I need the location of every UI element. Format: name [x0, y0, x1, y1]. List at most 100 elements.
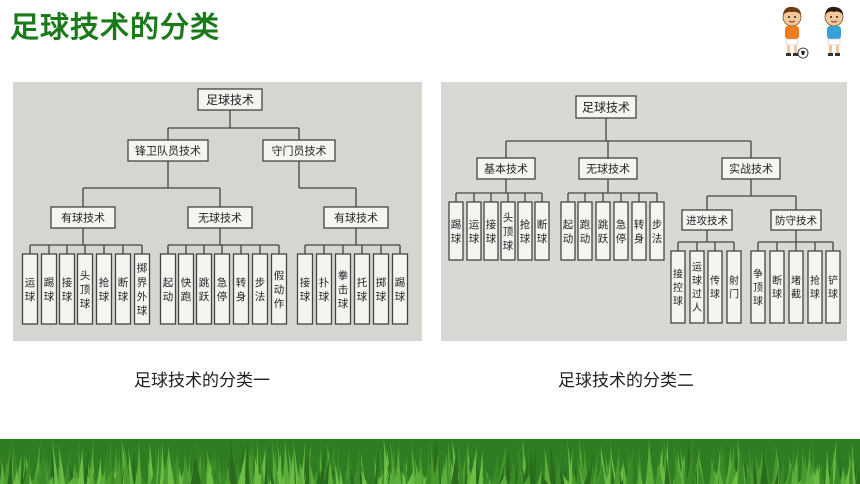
caption-figure-2: 足球技术的分类二 — [558, 371, 694, 391]
fig2-root: 足球技术 — [582, 100, 630, 114]
fig2-leaf-sub-1-0: 争顶球 — [753, 267, 763, 307]
page-title: 足球技术的分类 — [10, 10, 221, 44]
fig2-leaf-sub-1-2-box — [788, 250, 804, 324]
fig1-subgroup-0: 有球技术 — [61, 210, 105, 224]
fig1-group-1: 守门员技术 — [272, 143, 327, 157]
fig2-leaf-0-1: 运球 — [469, 219, 480, 245]
diagram-2-svg: 足球技术基本技术无球技术实战技术踢球运球接球头顶球抢球断球起动跑动跳跃急停转身步… — [441, 82, 847, 341]
fig2-leaf-0-5: 断球 — [537, 218, 548, 245]
fig2-leaf-1-0: 起动 — [563, 219, 574, 245]
fig1-leaf-0-2-box — [58, 253, 76, 325]
fig2-leaf-0-3-box — [500, 201, 516, 261]
fig1-leaf-1-0: 起动 — [163, 277, 174, 303]
fig1-leaf-2-2-box — [334, 253, 352, 325]
fig2-leaf-1-5-box — [649, 201, 665, 261]
fig2-leaf-1-2: 跳跃 — [598, 218, 609, 245]
fig2-leaf-1-1-box — [577, 201, 593, 261]
fig2-leaf-0-1-box — [466, 201, 482, 261]
fig2-group-0: 基本技术 — [484, 161, 528, 175]
fig2-leaf-sub-1-1-box — [769, 250, 785, 324]
fig2-leaf-sub-0-1-box — [689, 250, 705, 324]
fig2-leaf-0-2: 接球 — [486, 218, 497, 245]
fig2-leaf-1-3-box — [613, 201, 629, 261]
fig1-root: 足球技术 — [206, 93, 254, 107]
fig1-leaf-0-2: 接球 — [62, 276, 73, 303]
fig2-group-1: 无球技术 — [586, 161, 630, 175]
fig1-leaf-0-4: 抢球 — [99, 276, 110, 303]
diagram-photo-2: 足球技术基本技术无球技术实战技术踢球运球接球头顶球抢球断球起动跑动跳跃急停转身步… — [441, 82, 847, 341]
fig2-leaf-1-5: 步法 — [652, 219, 663, 245]
fig2-leaf-sub-1-3-box — [807, 250, 823, 324]
fig2-leaf-sub-0-3: 射门 — [729, 275, 739, 301]
fig1-leaf-2-1-box — [315, 253, 333, 325]
mascot-boy-left — [782, 6, 809, 59]
fig2-leaf-sub-0-0: 接控球 — [673, 267, 683, 307]
fig2-leaf-0-3: 头顶球 — [503, 212, 514, 252]
mascot-boy-right — [824, 6, 844, 56]
fig1-leaf-2-5-box — [391, 253, 409, 325]
fig2-leaf-1-2-box — [595, 201, 611, 261]
grass-texture — [0, 439, 860, 484]
fig1-leaf-0-4-box — [95, 253, 113, 325]
fig1-leaf-2-1: 扑球 — [319, 276, 330, 303]
fig1-leaf-0-3: 头顶球 — [80, 270, 91, 310]
fig1-leaf-1-5: 步法 — [255, 277, 266, 303]
fig1-leaf-2-0-box — [296, 253, 314, 325]
fig2-leaf-sub-0-1: 运球过人 — [692, 262, 702, 315]
fig2-leaf-sub-1-2: 堵截 — [791, 274, 801, 301]
fig2-leaf-0-0-box — [448, 201, 464, 261]
caption-figure-1: 足球技术的分类一 — [134, 371, 270, 391]
fig2-leaf-0-4-box — [517, 201, 533, 261]
fig2-leaf-1-1: 跑动 — [580, 218, 591, 245]
fig1-leaf-1-3-box — [213, 253, 231, 325]
fig2-leaf-0-0: 踢球 — [451, 219, 462, 245]
fig2-subgroup-0: 进攻技术 — [686, 214, 728, 227]
fig2-leaf-1-4-box — [631, 201, 647, 261]
fig1-subgroup-1: 无球技术 — [198, 210, 242, 224]
fig2-leaf-sub-0-2-box — [707, 250, 723, 324]
diagram-1-svg: 足球技术锋卫队员技术守门员技术有球技术无球技术有球技术运球踢球接球头顶球抢球断球… — [13, 82, 422, 341]
fig2-leaf-0-2-box — [483, 201, 499, 261]
grass-banner — [0, 439, 860, 484]
fig1-leaf-1-2-box — [195, 253, 213, 325]
fig1-leaf-2-4-box — [372, 253, 390, 325]
fig2-leaf-sub-0-2: 传球 — [710, 275, 720, 301]
fig1-leaf-0-5-box — [114, 253, 132, 325]
fig1-leaf-0-5: 断球 — [118, 276, 129, 303]
fig1-leaf-1-1-box — [177, 253, 195, 325]
fig1-leaf-2-2: 拳击球 — [338, 269, 349, 310]
fig2-leaf-1-4: 转身 — [634, 218, 645, 245]
fig1-leaf-1-6: 假动作 — [274, 269, 285, 310]
fig2-leaf-sub-0-0-box — [670, 250, 686, 324]
fig1-leaf-0-0-box — [21, 253, 39, 325]
fig1-leaf-1-1: 快跑 — [181, 277, 192, 303]
fig2-leaf-sub-0-3-box — [726, 250, 742, 324]
fig1-leaf-1-0-box — [159, 253, 177, 325]
fig1-leaf-1-5-box — [251, 253, 269, 325]
fig1-leaf-1-6-box — [270, 253, 288, 325]
fig1-leaf-0-6-box — [133, 253, 151, 325]
mascot-illustration — [770, 4, 856, 60]
fig1-leaf-2-3: 托球 — [357, 276, 368, 303]
fig2-leaf-1-0-box — [560, 201, 576, 261]
fig2-leaf-sub-1-4-box — [825, 250, 841, 324]
fig2-leaf-1-3: 急停 — [616, 218, 627, 245]
fig1-leaf-1-4: 转身 — [236, 276, 247, 303]
fig1-leaf-0-3-box — [76, 253, 94, 325]
fig1-leaf-2-4: 掷球 — [376, 276, 387, 303]
fig2-leaf-sub-1-4: 铲球 — [828, 275, 838, 301]
fig1-leaf-0-0: 运球 — [25, 277, 36, 303]
fig2-group-2: 实战技术 — [729, 161, 773, 175]
fig1-subgroup-2: 有球技术 — [334, 210, 378, 224]
fig1-leaf-2-3-box — [353, 253, 371, 325]
fig1-leaf-1-2: 跳跃 — [199, 276, 210, 303]
fig1-leaf-2-0: 接球 — [300, 276, 311, 303]
fig2-subgroup-1: 防守技术 — [775, 214, 817, 227]
fig2-leaf-sub-1-1: 断球 — [772, 274, 782, 301]
fig1-leaf-0-1: 踢球 — [44, 277, 55, 303]
fig1-leaf-0-6: 掷界外球 — [137, 262, 148, 318]
fig1-leaf-1-4-box — [232, 253, 250, 325]
fig1-group-0: 锋卫队员技术 — [135, 143, 201, 157]
fig2-leaf-sub-1-3: 抢球 — [810, 274, 820, 301]
fig2-leaf-0-5-box — [534, 201, 550, 261]
